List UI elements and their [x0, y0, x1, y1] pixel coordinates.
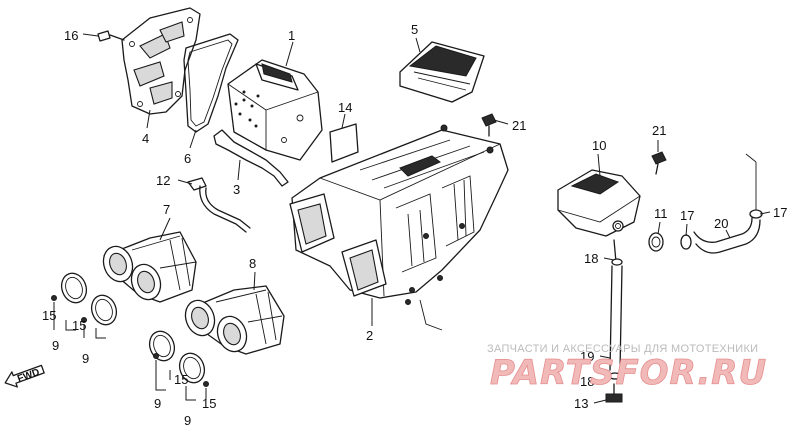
callout-16: 16 [64, 28, 78, 43]
callout-15-b: 15 [72, 318, 86, 333]
watermark: ЗАПЧАСТИ И АКСЕССУАРЫ ДЛЯ МОТОТЕХНИКИ PA… [487, 343, 767, 393]
fwd-label: FWD [16, 367, 41, 385]
part-8-carb-joint [184, 285, 285, 355]
callout-9-c: 9 [154, 396, 161, 411]
callout-3: 3 [233, 182, 240, 197]
callout-9-a: 9 [52, 338, 59, 353]
callout-4: 4 [142, 131, 149, 146]
part-5-intake-duct [399, 41, 485, 103]
part-16-bolt [97, 30, 125, 42]
callout-15-a: 15 [42, 308, 56, 323]
leader-lines [53, 33, 771, 404]
part-2-air-cleaner-case [289, 124, 509, 331]
part-20-hose [680, 153, 763, 254]
callout-19: 19 [580, 349, 594, 364]
callout-15-d: 15 [202, 396, 216, 411]
callout-21-top: 21 [512, 118, 526, 133]
watermark-tagline: ЗАПЧАСТИ И АКСЕССУАРЫ ДЛЯ МОТОТЕХНИКИ [487, 343, 758, 355]
part-19-drain-tube [605, 239, 623, 403]
part-21-bolt-right [651, 151, 667, 175]
callout-14: 14 [338, 100, 352, 115]
callout-9-d: 9 [184, 413, 191, 428]
callout-6: 6 [184, 151, 191, 166]
part-14-label [329, 123, 359, 163]
callout-9-b: 9 [82, 351, 89, 366]
part-13-clip [648, 232, 664, 252]
part-9-clamp-front [148, 330, 209, 387]
callout-12: 10 [592, 138, 606, 153]
callout-17-left: 17 [680, 208, 694, 223]
callout-13: 11 [654, 206, 668, 221]
callout-18-bottom: 18 [580, 374, 594, 389]
part-10-clip [187, 177, 251, 233]
callout-15-c: 15 [174, 372, 188, 387]
callout-8: 8 [249, 256, 256, 271]
part-21-bolt-top [481, 113, 497, 137]
fwd-direction-marker: FWD [4, 364, 45, 388]
callout-10: 12 [156, 173, 170, 188]
callout-11: 13 [574, 396, 588, 411]
callout-7: 7 [163, 202, 170, 217]
callout-labels: 16 1 4 6 5 14 21 3 12 7 8 2 10 21 11 17 … [42, 22, 787, 428]
callout-5: 5 [411, 22, 418, 37]
callout-17-right: 17 [773, 205, 787, 220]
part-3-bracket [213, 129, 289, 187]
part-7-carb-joint [102, 231, 197, 303]
callout-18-top: 18 [584, 251, 598, 266]
part-6-gasket [183, 33, 239, 133]
part-4-side-cover [121, 7, 201, 115]
part-9-clamp-rear [51, 272, 118, 326]
part-12-breather-box [557, 169, 641, 237]
callout-2: 2 [366, 328, 373, 343]
watermark-logo: PARTSFOR.RU [490, 353, 767, 393]
callout-21-right: 21 [652, 123, 666, 138]
callout-1: 1 [288, 28, 295, 43]
callout-20: 20 [714, 216, 728, 231]
part-1-element-box [227, 59, 323, 161]
